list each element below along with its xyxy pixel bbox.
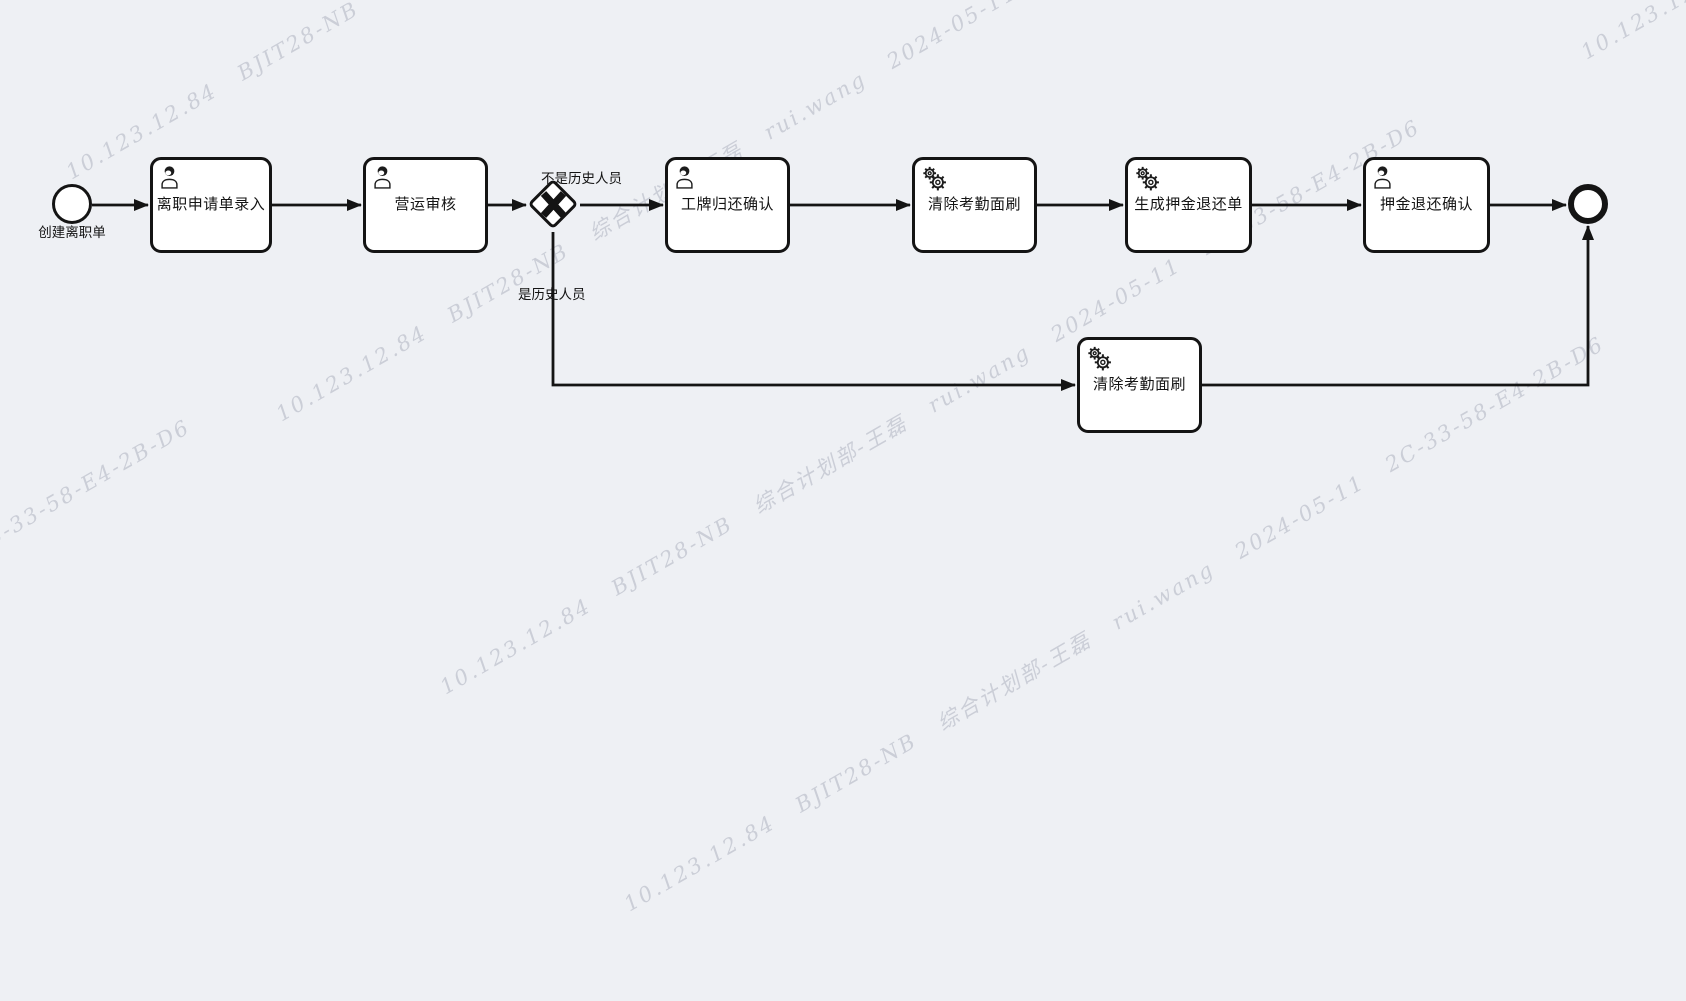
connectors-layer <box>92 199 1594 391</box>
task-label: 生成押金退还单 <box>1134 196 1243 213</box>
task-generate-deposit-refund[interactable]: 生成押金退还单 <box>1125 157 1252 253</box>
service-gears-icon <box>1135 165 1160 197</box>
diagram-canvas: { "canvas": { "background_color": "#eef0… <box>0 0 1686 916</box>
service-gears-icon <box>1087 345 1112 377</box>
gateway-x-icon <box>540 191 567 218</box>
end-event[interactable] <box>1568 184 1608 224</box>
user-icon <box>373 165 392 194</box>
task-clear-attendance-upper[interactable]: 清除考勤面刷 <box>912 157 1037 253</box>
task-resignation-entry[interactable]: 离职申请单录入 <box>150 157 272 253</box>
service-gears-icon <box>922 165 947 197</box>
start-event[interactable] <box>52 184 92 224</box>
task-label: 清除考勤面刷 <box>1092 376 1186 393</box>
task-label: 押金退还确认 <box>1379 196 1473 213</box>
task-badge-return-confirm[interactable]: 工牌归还确认 <box>665 157 790 253</box>
task-clear-attendance-lower[interactable]: 清除考勤面刷 <box>1077 337 1202 433</box>
task-deposit-refund-confirm[interactable]: 押金退还确认 <box>1363 157 1490 253</box>
watermark-text: 10.123.12.84 BJIT28-NB 综合计划部-王磊 rui.wang… <box>0 414 195 560</box>
user-icon <box>160 165 179 194</box>
task-label: 离职申请单录入 <box>156 196 266 213</box>
sequence-flow-is-history <box>551 232 1076 391</box>
task-label: 清除考勤面刷 <box>927 196 1021 213</box>
task-label: 工牌归还确认 <box>680 196 774 213</box>
task-operations-review[interactable]: 营运审核 <box>363 157 488 253</box>
task-label: 营运审核 <box>394 196 457 213</box>
flow-label-is-history[interactable]: 是历史人员 <box>518 287 586 302</box>
watermark-text: 10.123.12.84 BJIT28-NB 综合计划部-王磊 rui.wang… <box>1575 0 1686 66</box>
user-icon <box>1373 165 1392 194</box>
user-icon <box>675 165 694 194</box>
flow-label-not-history[interactable]: 不是历史人员 <box>541 171 622 186</box>
start-event-label[interactable]: 创建离职单 <box>38 225 106 240</box>
